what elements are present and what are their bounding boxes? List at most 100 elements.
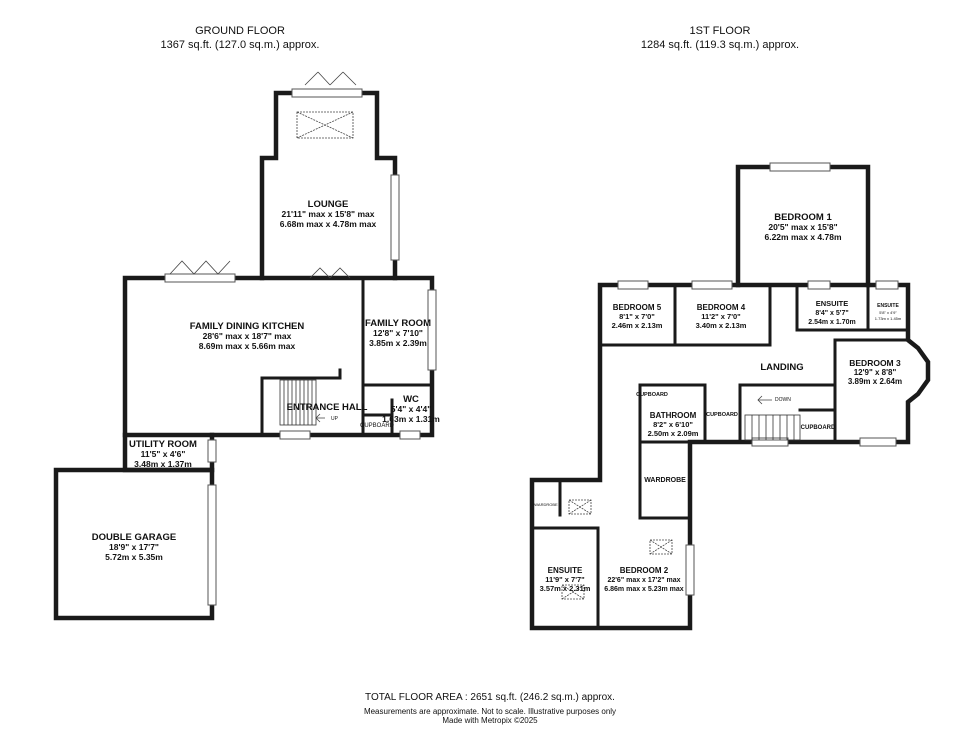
stair-walls (738, 383, 837, 444)
wardrobe-walls (638, 440, 692, 520)
bedroom1-window (769, 162, 831, 172)
bedroom4-dim-metric: 3.40m x 2.13m (696, 321, 747, 330)
bedroom2-window (685, 544, 695, 596)
utility-name: UTILITY ROOM (129, 439, 197, 450)
lounge-side-window (390, 174, 400, 261)
stair-up-label: UP (331, 416, 339, 422)
ensuite2-walls (530, 478, 600, 630)
cupboard-c-walls (798, 408, 837, 444)
entrance-hall-walls (260, 368, 342, 437)
ensuite-small-dim-imperial: 5'8" x 4'9" (879, 310, 897, 315)
bedroom2-dim-metric: 6.86m max x 5.23m max (604, 586, 683, 593)
bedroom5-dim-metric: 2.46m x 2.13m (612, 321, 663, 330)
lounge-top-window (291, 88, 363, 98)
kitchen-dim-metric: 8.69m max x 5.66m max (199, 341, 296, 351)
bedroom5-dim-imperial: 8'1" x 7'0" (619, 312, 655, 321)
garage-dim-metric: 5.72m x 5.35m (105, 552, 163, 562)
garage-walls (53, 467, 215, 621)
cupboard-a-label: CUPBOARD (636, 392, 668, 398)
cupboard-b-label: CUPBOARD (706, 412, 738, 418)
wc-walls (361, 383, 394, 437)
bedroom3-dim-metric: 3.89m x 2.64m (848, 377, 902, 386)
ensuite2-dim-metric: 3.57m x 2.31m (540, 584, 591, 593)
lounge-walls (259, 90, 398, 281)
ground-floor-area: 1367 sq.ft. (127.0 sq.m.) approx. (160, 39, 320, 51)
garage-name: DOUBLE GARAGE (92, 532, 176, 543)
lounge-dim-metric: 6.68m max x 4.78m max (280, 219, 377, 229)
ground-staircase: UP (279, 379, 339, 426)
ensuite1-dim-imperial: 8'4" x 5'7" (815, 310, 848, 317)
utility-window (207, 439, 217, 463)
bedroom1-name: BEDROOM 1 (774, 212, 832, 223)
ground-floor-header: GROUND FLOOR 1367 sq.ft. (127.0 sq.m.) a… (120, 24, 360, 52)
ensuite2-name: ENSUITE (548, 566, 583, 575)
lounge-dim-imperial: 21'11" max x 15'8" max (282, 209, 375, 219)
kitchen-name: FAMILY DINING KITCHEN (190, 321, 305, 332)
ensuite2-dim-imperial: 11'9" x 7'7" (545, 575, 585, 584)
stair-down-label: DOWN (775, 397, 791, 403)
first-floor-plan: DOWN BEDROOM 1 20'5" max x 15'8" 6.22m m… (529, 162, 931, 631)
first-floor-header: 1ST FLOOR 1284 sq.ft. (119.3 sq.m.) appr… (600, 24, 840, 52)
family-room-dim-imperial: 12'8" x 7'10" (373, 328, 423, 338)
first-floor-staircase: DOWN (744, 395, 801, 441)
wardrobe-label: WARDROBE (644, 477, 686, 484)
bedroom5-bedroom4-walls (598, 283, 772, 347)
bedroom2-dim-imperial: 22'6" max x 17'2" max (607, 577, 680, 584)
garage-dim-imperial: 18'9" x 17'7" (109, 542, 159, 552)
family-room-window (427, 289, 437, 371)
bedroom2-name: BEDROOM 2 (620, 566, 669, 575)
bathroom-name: BATHROOM (650, 411, 697, 420)
utility-dim-imperial: 11'5" x 4'6" (141, 449, 186, 459)
lounge-rooflight (296, 111, 354, 139)
wardrobe-small-label: WARDROBE (534, 502, 558, 507)
bedroom3-name: BEDROOM 3 (849, 358, 901, 368)
lounge-internal-doors (309, 267, 351, 279)
bathroom-dim-imperial: 8'2" x 6'10" (653, 420, 693, 429)
landing-name: LANDING (760, 362, 803, 373)
total-floor-area: TOTAL FLOOR AREA : 2651 sq.ft. (246.2 sq… (365, 692, 615, 703)
bedroom5-window (617, 280, 649, 290)
wc-window (399, 430, 421, 440)
bedroom1-dim-imperial: 20'5" max x 15'8" (768, 222, 837, 232)
disclaimer-note: Measurements are approximate. Not to sca… (363, 707, 617, 716)
ground-floor-title: GROUND FLOOR (195, 25, 285, 37)
kitchen-window (164, 273, 236, 283)
ensuite-small-dim-metric: 1.73m x 1.45m (875, 316, 902, 321)
first-floor-area: 1284 sq.ft. (119.3 sq.m.) approx. (640, 39, 800, 51)
ensuite2-skylight (568, 499, 592, 515)
landing-window (751, 437, 789, 447)
bedroom4-window (691, 280, 733, 290)
family-room-name: FAMILY ROOM (365, 318, 431, 329)
first-floor-title: 1ST FLOOR (689, 25, 751, 37)
utility-dim-metric: 3.48m x 1.37m (134, 459, 192, 469)
bedroom3-dim-imperial: 12'9" x 8'8" (854, 368, 897, 377)
ensuite1-window (807, 280, 831, 290)
cupboard-c-label: CUPBOARD (801, 425, 836, 431)
entrance-hall-name: ENTRANCE HALL (287, 402, 368, 413)
ensuite1-dim-metric: 2.54m x 1.70m (808, 319, 855, 326)
wc-dim-imperial: 5'4" x 4'4" (391, 404, 431, 414)
bedroom3-rear-window (859, 437, 897, 447)
kitchen-bifold-doors (169, 260, 231, 275)
bedroom5-name: BEDROOM 5 (613, 303, 662, 312)
ground-floor-plan: UP LOUNGE 21'11" max x 15'8" max 6.68m m… (53, 71, 440, 621)
wc-name: WC (403, 394, 419, 405)
ensuite2-bath-skylight (561, 584, 585, 600)
ensuite-small-window (875, 280, 899, 290)
bedroom4-dim-imperial: 11'2" x 7'0" (701, 312, 741, 321)
lounge-french-doors (304, 71, 357, 86)
ensuite1-name: ENSUITE (816, 299, 849, 308)
bathroom-walls (638, 383, 707, 444)
bedroom4-name: BEDROOM 4 (697, 303, 746, 312)
bedroom2-skylight (649, 539, 673, 555)
bathroom-dim-metric: 2.50m x 2.09m (648, 429, 699, 438)
ground-cupboard-label: CUPBOARD (360, 423, 395, 429)
bedroom3-walls (833, 338, 910, 412)
lounge-name: LOUNGE (308, 199, 349, 210)
ensuite-small-name: ENSUITE (877, 303, 899, 309)
hall-window (279, 430, 311, 440)
made-with-credit: Made with Metropix ©2025 (442, 716, 538, 725)
family-room-dim-metric: 3.85m x 2.39m (369, 338, 427, 348)
kitchen-dim-imperial: 28'6" max x 18'7" max (203, 331, 292, 341)
